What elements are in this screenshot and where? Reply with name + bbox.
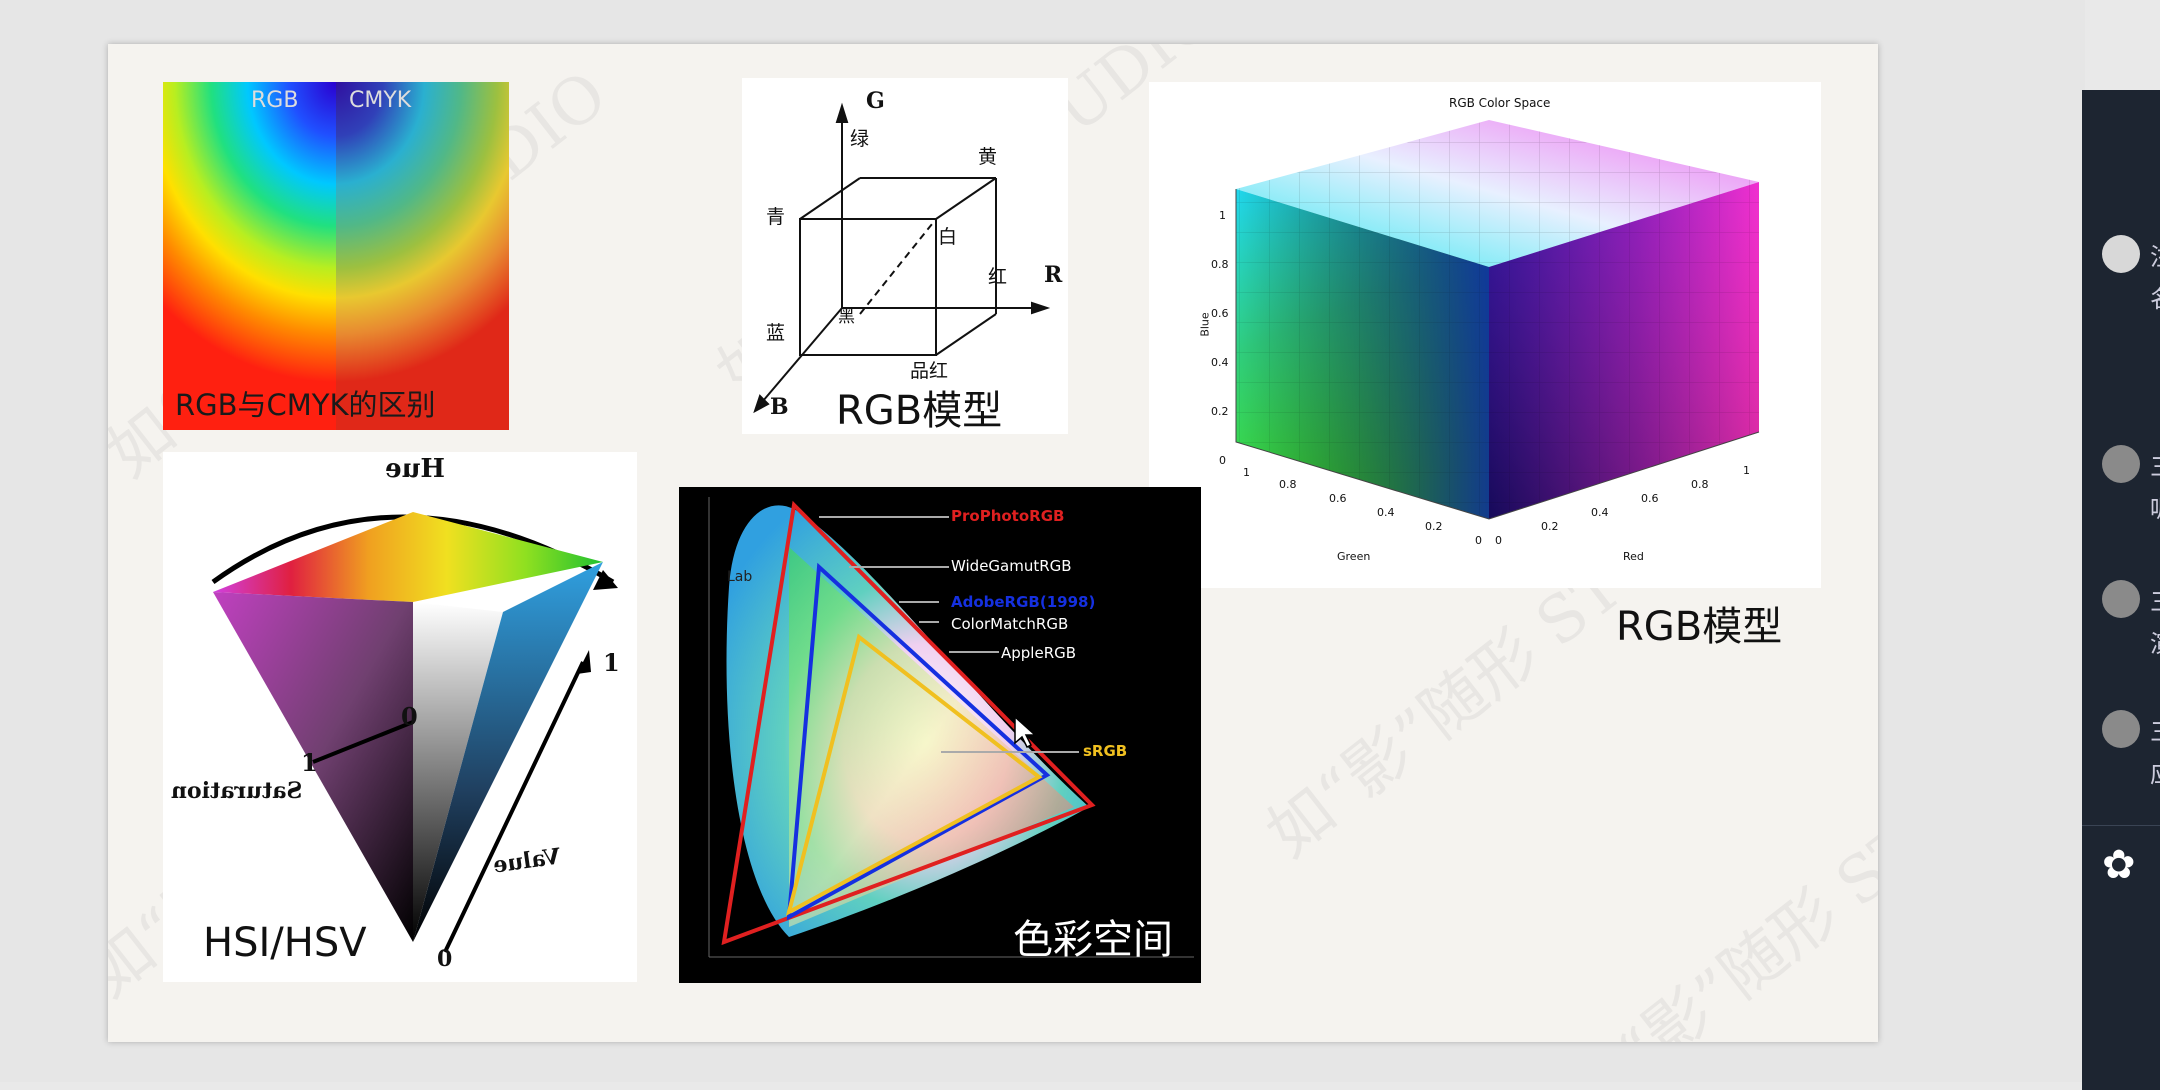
red-tick: 0.8: [1691, 478, 1709, 491]
vertex-magenta: 品红: [910, 360, 949, 382]
sidebar-item-text: 演: [2150, 624, 2160, 659]
blue-tick: 1: [1219, 209, 1226, 222]
rgb-cube-lines: [753, 102, 1051, 414]
color-space-caption: 色彩空间: [1013, 917, 1173, 963]
mouse-cursor-icon: [1013, 715, 1037, 754]
blue-tick: 0.8: [1211, 258, 1229, 271]
green-tick: 1: [1243, 466, 1250, 479]
axis-g: G: [866, 88, 885, 114]
adobergb-label: AdobeRGB(1998): [951, 593, 1096, 611]
avatar: [2102, 445, 2140, 483]
red-tick: 0.6: [1641, 492, 1659, 505]
axis-r: R: [1044, 262, 1063, 288]
sidebar-item[interactable]: 三 呢: [2082, 445, 2160, 525]
blue-tick: 0: [1219, 454, 1226, 467]
rgb-space-title: RGB Color Space: [1449, 96, 1551, 110]
zero-label: 0: [401, 702, 418, 731]
sidebar-item-text: 三: [2150, 447, 2160, 482]
hsv-cone: [211, 512, 618, 953]
sidebar-item-text: 应: [2150, 754, 2160, 789]
green-tick: 0.8: [1279, 478, 1297, 491]
vertex-yellow: 黄: [978, 146, 998, 168]
cmyk-label: CMYK: [349, 88, 412, 113]
rgb-label: RGB: [251, 88, 299, 113]
blue-tick: 0.2: [1211, 405, 1229, 418]
green-axis-label: Green: [1337, 550, 1371, 563]
blue-tick: 0.4: [1211, 356, 1229, 369]
hue-label: Hue: [385, 454, 446, 484]
sidebar-item[interactable]: 三 演: [2082, 580, 2160, 660]
sidebar-item-text: 注: [2150, 237, 2160, 272]
rgb-cmyk-image: RGB CMYK RGB与CMYK的区别: [163, 82, 509, 430]
hsv-caption: HSI/HSV: [203, 920, 367, 966]
hsv-cone-image: Hue 0 1 1 Saturation Value 0 HSI/HSV: [163, 452, 637, 982]
vertex-black: 黑: [838, 307, 855, 327]
sidebar-item[interactable]: 注 名: [2082, 235, 2160, 315]
sidebar-item-text: 呢: [2150, 489, 2160, 524]
avatar: [2102, 235, 2140, 273]
green-tick: 0.2: [1425, 520, 1443, 533]
avatar: [2102, 710, 2140, 748]
applergb-label: AppleRGB: [1001, 644, 1077, 662]
colormatch-label: ColorMatchRGB: [951, 615, 1069, 633]
red-tick: 0.2: [1541, 520, 1559, 533]
zero-bottom-label: 0: [437, 946, 453, 972]
gamut-diagram: [708, 497, 1194, 958]
watermark: 如“影”随形 STUDIO: [1553, 697, 1878, 1042]
vertex-green: 绿: [850, 128, 870, 150]
saturation-label: Saturation: [171, 778, 303, 804]
red-tick: 0: [1495, 534, 1502, 547]
rgb-cube-diagram: G R B 绿 黄 青 白 红 蓝 黑 品红 RGB模型: [742, 78, 1068, 434]
srgb-label: sRGB: [1083, 742, 1128, 760]
avatar: [2102, 580, 2140, 618]
sidebar-divider: [2082, 825, 2160, 826]
blue-axis-label: Blue: [1198, 312, 1212, 337]
axis-b: B: [770, 394, 789, 420]
green-tick: 0.6: [1329, 492, 1347, 505]
green-tick: 0: [1475, 534, 1482, 547]
sidebar-item-text: 三: [2150, 582, 2160, 617]
vertex-white: 白: [938, 226, 958, 248]
red-axis-label: Red: [1623, 550, 1644, 563]
vertex-blue: 蓝: [766, 322, 786, 344]
sidebar-item[interactable]: 三 应: [2082, 710, 2160, 790]
value-one-label: 1: [603, 648, 620, 677]
red-tick: 0.4: [1591, 506, 1609, 519]
sidebar-item-text: 三: [2150, 712, 2160, 747]
presentation-slide: 如“影”随形 STUDIO 如“影”随形 STUDIO 如“影”随形 STUDI…: [108, 44, 1878, 1042]
rgb-cmyk-caption: RGB与CMYK的区别: [175, 388, 436, 422]
rgb-model-caption-2: RGB模型: [1616, 604, 1783, 650]
green-tick: 0.4: [1377, 506, 1395, 519]
red-tick: 1: [1743, 464, 1750, 477]
sidebar-item-text: 名: [2150, 279, 2160, 314]
vertex-red: 红: [988, 266, 1008, 288]
vertex-cyan: 青: [766, 206, 786, 228]
saturation-one-label: 1: [301, 748, 318, 777]
flower-icon[interactable]: ✿: [2102, 843, 2136, 887]
widegamut-label: WideGamutRGB: [951, 557, 1072, 575]
rgb-model-caption: RGB模型: [836, 388, 1003, 434]
prophoto-label: ProPhotoRGB: [951, 507, 1065, 525]
lab-label: Lab: [727, 569, 753, 585]
rgb-color-cube: [1235, 120, 1760, 520]
color-gamut-image: Lab ProPhotoRGB WideGamutRGB AdobeRGB(19…: [679, 487, 1201, 983]
chat-sidebar: 注 名 三 呢 三 演 三 应 ✿: [2082, 90, 2160, 1090]
rgb-color-space-image: RGB Color Space: [1149, 82, 1821, 588]
blue-tick: 0.6: [1211, 307, 1229, 320]
